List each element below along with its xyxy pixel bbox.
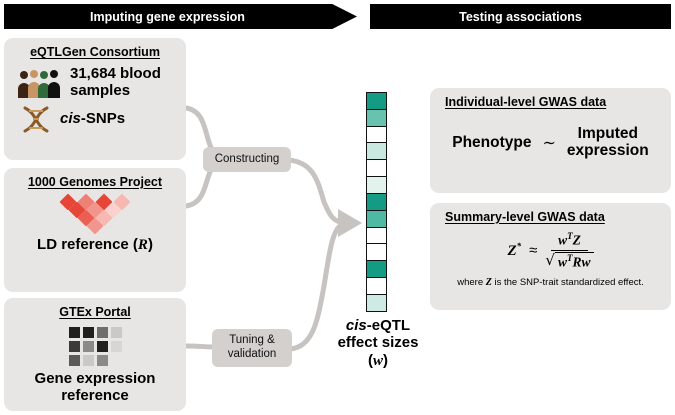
blood-samples-line2: samples	[70, 81, 131, 99]
ld-caption-prefix: LD reference (	[37, 236, 138, 253]
panel-gtex: GTEx Portal Gene expression reference	[4, 298, 186, 411]
ld-caption-r: R	[137, 237, 148, 253]
gtex-cell	[110, 327, 122, 338]
imputed-expression-label: Imputed expression	[566, 125, 649, 159]
phenotype-model: Phenotype ∼ Imputed expression	[430, 125, 671, 159]
merge-arrowhead	[338, 209, 362, 237]
cis-snps-label: cis-SNPs	[60, 111, 125, 128]
ld-row	[68, 201, 122, 219]
gtex-cell	[68, 341, 80, 352]
panel-1000-genomes-title: 1000 Genomes Project	[27, 175, 163, 189]
formula-fraction: wTZ √ wTRw	[545, 231, 594, 271]
note-z-symbol: Z	[485, 277, 492, 288]
effect-size-cell	[366, 176, 387, 195]
constructing-label: Constructing	[214, 152, 280, 165]
tuning-validation-chip: Tuning & validation	[212, 329, 292, 367]
tilde-symbol: ∼	[542, 134, 556, 152]
panel-summary-title: Summary-level GWAS data	[445, 210, 605, 224]
ld-reference-label: LD reference (R)	[4, 236, 186, 254]
tuning-label-line1: Tuning &	[229, 334, 275, 347]
gtex-row	[68, 355, 122, 366]
banner-testing-label: Testing associations	[459, 9, 582, 24]
gtex-cell	[110, 341, 122, 352]
effect-size-cell	[366, 125, 387, 144]
gene-expression-line2: reference	[61, 386, 129, 404]
tuning-label-line2: validation	[227, 348, 277, 360]
summary-formula: Z* ≈ wTZ √ wTRw	[430, 231, 671, 270]
effect-size-cell	[366, 243, 387, 262]
ld-caption-suffix: )	[147, 236, 153, 253]
gene-expression-label: Gene expression reference	[4, 370, 186, 405]
effect-size-cell	[366, 293, 387, 312]
gtex-cell	[82, 341, 94, 352]
snps-suffix: -SNPs	[80, 110, 126, 128]
banner-imputing: Imputing gene expression	[4, 4, 357, 29]
cis-italic: cis	[60, 110, 81, 128]
panel-1000-genomes: 1000 Genomes Project LD reference (R)	[4, 168, 186, 292]
dna-icon	[23, 106, 49, 133]
gtex-cell	[68, 355, 80, 366]
banner-imputing-label: Imputing gene expression	[90, 9, 245, 24]
effect-size-cell	[366, 192, 387, 211]
gtex-cell	[96, 327, 108, 338]
ld-heatmap	[4, 193, 186, 235]
sqrt-symbol: √	[545, 250, 555, 269]
gtex-cell	[96, 341, 108, 352]
effect-size-column	[366, 92, 387, 312]
gtex-cell	[96, 355, 108, 366]
panel-summary-gwas: Summary-level GWAS data Z* ≈ wTZ √ wTRw …	[430, 203, 671, 310]
cis-snps-row: cis-SNPs	[4, 99, 186, 133]
effect-size-cell	[366, 159, 387, 178]
panel-eqtlgen: eQTLGen Consortium 31,684 blood samples	[4, 38, 186, 160]
gtex-row	[68, 341, 122, 352]
cis-italic: cis	[345, 317, 367, 334]
effect-size-cell	[366, 108, 387, 127]
gtex-cell	[68, 327, 80, 338]
gene-expression-line1: Gene expression	[34, 370, 156, 387]
effect-size-caption-line1: cis-eQTL	[314, 317, 442, 334]
phenotype-label: Phenotype	[452, 133, 532, 151]
approx-symbol: ≈	[529, 242, 538, 259]
fraction-denominator: √ wTRw	[545, 250, 594, 271]
panel-individual-gwas: Individual-level GWAS data Phenotype ∼ I…	[430, 88, 671, 193]
effect-size-cell	[366, 209, 387, 228]
banner-testing: Testing associations	[370, 4, 671, 29]
constructing-chip: Constructing	[203, 147, 291, 172]
blood-samples-line1: 31,684 blood	[70, 65, 161, 82]
effect-size-cell	[366, 92, 387, 110]
effect-size-cell	[366, 276, 387, 295]
expression-grid	[68, 327, 122, 366]
w-symbol: w	[372, 352, 383, 369]
people-group-icon	[18, 69, 60, 98]
eqtl-suffix: -eQTL	[366, 317, 411, 334]
effect-size-caption: cis-eQTL effect sizes (w)	[314, 317, 442, 370]
fraction-numerator: wTZ	[551, 231, 588, 251]
formula-footnote: where Z is the SNP-trait standardized ef…	[457, 277, 644, 288]
panel-individual-title: Individual-level GWAS data	[445, 95, 607, 109]
gtex-cell	[82, 355, 94, 366]
effect-size-caption-line3: (w)	[367, 351, 388, 369]
effect-size-cell	[366, 226, 387, 245]
effect-size-cell	[366, 260, 387, 279]
gtex-cell	[82, 327, 94, 338]
panel-gtex-title: GTEx Portal	[59, 305, 131, 319]
effect-size-caption-line2: effect sizes	[337, 334, 419, 352]
gtex-row	[68, 327, 122, 338]
panel-eqtlgen-title: eQTLGen Consortium	[30, 45, 160, 59]
z-star: Z*	[507, 241, 522, 259]
blood-samples-label: 31,684 blood samples	[70, 65, 161, 99]
blood-samples-row: 31,684 blood samples	[4, 59, 186, 99]
effect-size-cell	[366, 142, 387, 161]
